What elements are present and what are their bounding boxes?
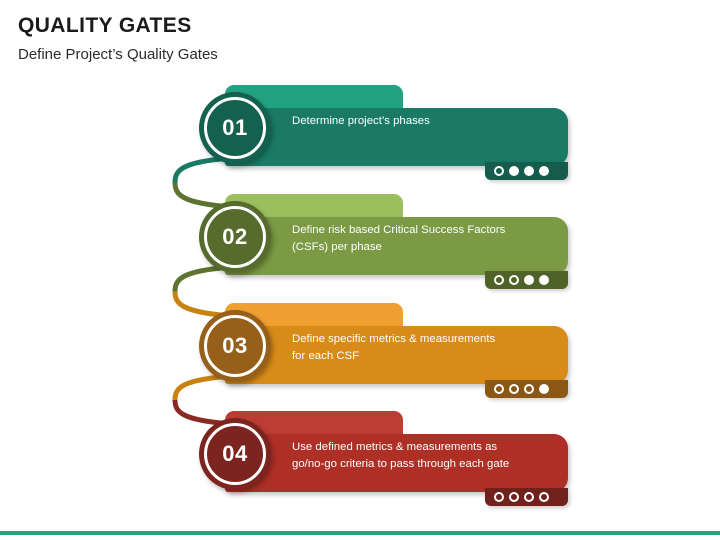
step-number-badge[interactable]: 02 [199,201,271,273]
step-number-label: 02 [222,224,248,249]
step-number-label: 01 [222,115,248,140]
page-subtitle: Define Project’s Quality Gates [18,46,218,64]
progress-dot-3-hollow [524,384,534,394]
progress-dot-4-filled [539,166,549,176]
progress-dot-4-filled [539,275,549,285]
process-step-04[interactable]: Use defined metrics & measurements as go… [0,411,720,521]
progress-dot-4-filled [539,384,549,394]
progress-dot-1-hollow [494,166,504,176]
step-body-banner[interactable] [225,434,568,492]
step-description: Define risk based Critical Success Facto… [292,224,506,253]
step-body-banner[interactable] [225,217,568,275]
process-step-03[interactable]: Define specific metrics & measurements f… [0,303,720,413]
badge-ring [204,315,266,377]
step-description: Determine project’s phases [292,115,430,127]
process-step-01[interactable]: Determine project’s phases 01 [0,85,720,195]
step-number-label: 04 [222,441,248,466]
step-progress-bar [485,488,568,506]
badge-ring [204,97,266,159]
slide-header: QUALITY GATES Define Project’s Quality G… [18,14,618,63]
progress-dot-1-hollow [494,492,504,502]
progress-dots [494,275,549,285]
step-description: Use defined metrics & measurements as go… [292,441,510,470]
badge-ring [204,206,266,268]
step-number-badge[interactable]: 03 [199,310,271,382]
progress-dot-2-filled [509,166,519,176]
progress-dots [494,384,549,394]
step-progress-bar [485,162,568,180]
progress-dot-1-hollow [494,384,504,394]
progress-dot-3-filled [524,166,534,176]
step-progress-bar [485,271,568,289]
badge-ring [204,423,266,485]
process-step-02[interactable]: Define risk based Critical Success Facto… [0,194,720,304]
footer-accent-rule [0,531,720,535]
progress-dot-3-hollow [524,492,534,502]
progress-dot-2-hollow [509,275,519,285]
step-number-label: 03 [222,333,248,358]
progress-dot-3-filled [524,275,534,285]
step-body-banner[interactable] [225,326,568,384]
step-progress-bar [485,380,568,398]
page-title: QUALITY GATES [18,14,192,37]
step-number-badge[interactable]: 04 [199,418,271,490]
progress-dot-2-hollow [509,492,519,502]
step-body-banner[interactable] [225,108,568,166]
progress-dots [494,166,549,176]
progress-dots [494,492,549,502]
progress-dot-4-hollow [539,492,549,502]
progress-dot-2-hollow [509,384,519,394]
progress-dot-1-hollow [494,275,504,285]
step-number-badge[interactable]: 01 [199,92,271,164]
step-description: Define specific metrics & measurements f… [292,333,496,362]
